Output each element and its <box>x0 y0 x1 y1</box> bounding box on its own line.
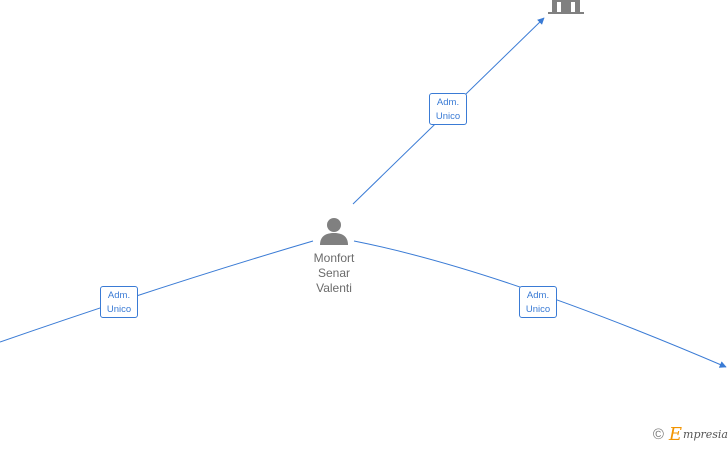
role-badge-line: Unico <box>525 304 551 315</box>
person-icon <box>320 218 348 245</box>
person-node[interactable]: Monfort Senar Valenti <box>296 216 372 296</box>
brand-logo-name: mpresia <box>683 427 728 441</box>
role-badge-left[interactable]: Adm. Unico <box>100 286 138 318</box>
role-badge-line: Unico <box>435 111 461 122</box>
copyright-symbol: © <box>652 425 664 443</box>
person-name: Monfort Senar Valenti <box>296 251 372 296</box>
person-name-line: Senar <box>317 266 351 280</box>
role-badge-line: Adm. <box>526 290 550 301</box>
role-badge-right[interactable]: Adm. Unico <box>519 286 557 318</box>
person-name-line: Valenti <box>316 281 352 295</box>
role-badge-line: Unico <box>106 304 132 315</box>
brand-footer[interactable]: © E mpresia <box>652 423 728 445</box>
role-badge-line: Adm. <box>436 97 460 108</box>
building-icon[interactable] <box>548 0 584 14</box>
edge-line-left <box>0 240 314 343</box>
role-badge-top[interactable]: Adm. Unico <box>429 93 467 125</box>
role-badge-line: Adm. <box>107 290 131 301</box>
person-name-line: Monfort <box>313 251 355 265</box>
brand-logo-initial: E <box>668 423 683 445</box>
